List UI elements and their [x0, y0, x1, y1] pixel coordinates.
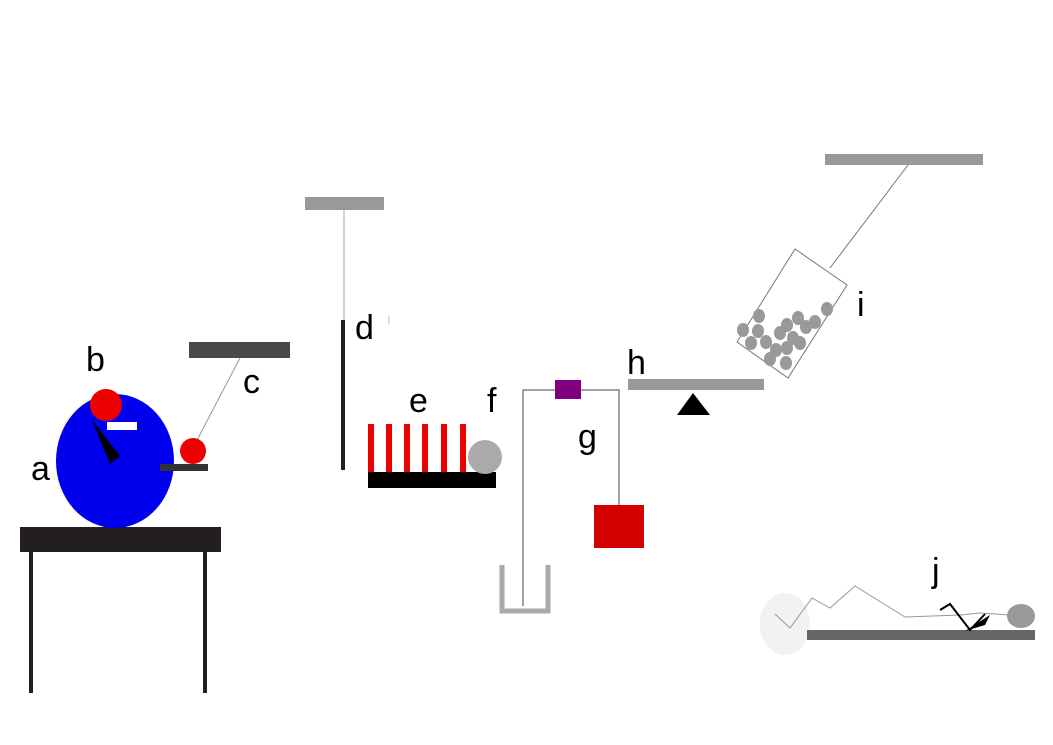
- dominoes-e: [368, 424, 496, 488]
- bucket-i-string: [829, 164, 909, 269]
- clock-arm: [160, 464, 208, 471]
- domino: [404, 424, 410, 472]
- clock: [56, 394, 208, 528]
- gray-ball-f: [468, 440, 502, 474]
- domino: [460, 424, 466, 472]
- stick-d-rod: [341, 320, 345, 470]
- pendulum-c-ball: [180, 438, 206, 464]
- table-leg-right: [203, 552, 207, 693]
- table-top: [20, 527, 221, 552]
- sleeper-arm: [939, 602, 986, 632]
- domino: [441, 424, 447, 472]
- label-d: d: [355, 309, 374, 347]
- small-ball: [781, 318, 793, 332]
- table-leg-left: [29, 552, 33, 693]
- small-ball: [794, 336, 806, 350]
- seesaw-fulcrum-icon: [677, 393, 710, 415]
- small-ball: [737, 323, 749, 337]
- clock-white-marker: [107, 422, 137, 430]
- red-weight: [594, 505, 644, 548]
- small-ball: [760, 335, 772, 349]
- small-ball: [800, 320, 812, 334]
- pulley-string-right: [581, 389, 620, 505]
- pulley-g: [499, 380, 644, 614]
- bucket-i-support: [825, 154, 983, 165]
- label-a: a: [31, 450, 50, 488]
- label-e: e: [409, 382, 428, 420]
- sleeper-hand-icon: [965, 615, 990, 631]
- small-ball: [781, 341, 793, 355]
- label-f: f: [487, 382, 497, 420]
- sleeper-j: [760, 585, 1035, 655]
- pulley-string-left: [522, 389, 555, 606]
- sleeper-body-lines: [774, 585, 1011, 629]
- bed: [807, 630, 1035, 640]
- small-ball: [780, 356, 792, 370]
- stick-d-support: [305, 197, 384, 210]
- label-c: c: [243, 363, 260, 401]
- small-ball: [764, 352, 776, 366]
- pendulum-c-support: [189, 342, 290, 358]
- small-ball: [792, 311, 804, 325]
- sleeper-head: [1007, 604, 1035, 628]
- label-g: g: [578, 418, 597, 456]
- label-j: j: [931, 552, 940, 590]
- small-ball: [821, 302, 833, 316]
- seesaw-plank: [628, 379, 764, 390]
- pendulum-c: [180, 342, 290, 464]
- stick-d: [305, 197, 390, 470]
- bucket-i: [736, 154, 983, 379]
- label-i: i: [857, 286, 865, 324]
- bucket-i-balls: [737, 302, 833, 370]
- small-ball: [745, 336, 757, 350]
- domino: [368, 424, 374, 472]
- seesaw-h: [628, 379, 764, 415]
- small-ball: [753, 309, 765, 323]
- dominoes-base: [368, 472, 496, 488]
- clock-hand-icon: [92, 420, 120, 464]
- domino: [422, 424, 428, 472]
- label-h: h: [627, 344, 646, 382]
- pendulum-c-string: [195, 357, 241, 443]
- table: [20, 527, 221, 693]
- cup: [499, 565, 551, 614]
- domino: [386, 424, 392, 472]
- pulley-block: [555, 380, 581, 399]
- clock-face: [56, 394, 174, 528]
- label-b: b: [86, 341, 105, 379]
- small-ball: [752, 324, 764, 338]
- red-ball-b: [90, 389, 122, 421]
- small-ball: [809, 315, 821, 329]
